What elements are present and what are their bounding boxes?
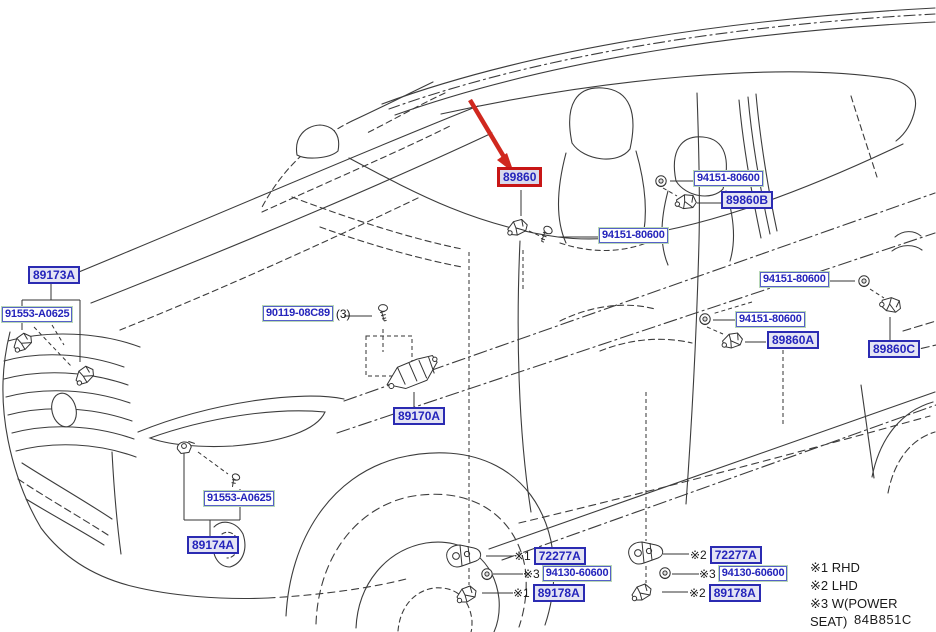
leader-lines [21, 180, 891, 594]
note-reference: ※2 [690, 548, 707, 562]
part-number-box[interactable]: 89173A [28, 266, 81, 284]
part-number-box[interactable]: 89860B [721, 191, 774, 209]
part-label-90119-08C89[interactable]: 90119-08C89(3) [262, 305, 351, 322]
part-label-89860B[interactable]: 89860B [721, 191, 774, 209]
part-number-box[interactable]: 89860 [497, 167, 543, 187]
note-reference: ※3 [523, 566, 540, 581]
note-text: W(POWER SEAT) [810, 596, 898, 629]
note-reference: ※3 [699, 566, 716, 581]
legend-note-1: ※1 RHD [810, 559, 936, 577]
part-number-box[interactable]: 94151-80600 [735, 311, 806, 328]
part-label-89174A[interactable]: 89174A [187, 536, 240, 554]
legend: ※1 RHD ※2 LHD ※3 W(POWER SEAT) [810, 559, 936, 631]
part-number-box[interactable]: 94151-80600 [759, 271, 830, 288]
part-number-box[interactable]: 90119-08C89 [262, 305, 334, 322]
part-number-box[interactable]: 89170A [393, 407, 446, 425]
part-label-94151-80600-upper-right[interactable]: 94151-80600 [693, 170, 764, 187]
quantity-text: (3) [335, 306, 351, 321]
note-text: RHD [831, 560, 860, 575]
part-number-box[interactable]: 89860A [767, 331, 820, 349]
part-number-box[interactable]: 94130-60600 [541, 565, 613, 582]
figure-code: 84B851C [854, 612, 912, 627]
part-number-box[interactable]: 89174A [187, 536, 240, 554]
part-number-box[interactable]: 94130-60600 [717, 565, 789, 582]
legend-note-2: ※2 LHD [810, 577, 936, 595]
note-symbol: ※3 [810, 596, 829, 611]
part-number-box[interactable]: 94151-80600 [598, 227, 669, 244]
part-label-94151-80600-right[interactable]: 94151-80600 [759, 271, 830, 288]
part-label-89170A[interactable]: 89170A [393, 407, 446, 425]
part-number-box[interactable]: 89860C [868, 340, 921, 358]
part-number-box[interactable]: 72277A [533, 547, 586, 565]
part-label-94151-80600-center[interactable]: 94151-80600 [598, 227, 669, 244]
note-reference: ※1 [514, 549, 531, 563]
car-body [2, 7, 936, 632]
note-text: LHD [831, 578, 858, 593]
part-label-89860C[interactable]: 89860C [868, 340, 921, 358]
part-label-89860A[interactable]: 89860A [767, 331, 820, 349]
part-label-91553-A0625-upper[interactable]: 91553-A0625 [0, 306, 74, 323]
part-number-box[interactable]: 91553-A0625 [0, 306, 74, 323]
part-number-box[interactable]: 94151-80600 [693, 170, 764, 187]
part-label-89860[interactable]: 89860 [497, 167, 543, 187]
legend-note-3: ※3 W(POWER SEAT) [810, 595, 936, 631]
note-reference: ※2 [689, 586, 706, 600]
note-symbol: ※1 [810, 560, 829, 575]
note-symbol: ※2 [810, 578, 829, 593]
part-number-box[interactable]: 72277A [709, 546, 762, 564]
note-reference: ※1 [513, 586, 530, 600]
part-number-box[interactable]: 89178A [708, 584, 761, 602]
part-label-94151-80600-mid-right[interactable]: 94151-80600 [735, 311, 806, 328]
part-label-91553-A0625-lower[interactable]: 91553-A0625 [202, 490, 276, 507]
part-number-box[interactable]: 89178A [532, 584, 585, 602]
part-number-box[interactable]: 91553-A0625 [202, 490, 276, 507]
part-label-89173A[interactable]: 89173A [28, 266, 81, 284]
